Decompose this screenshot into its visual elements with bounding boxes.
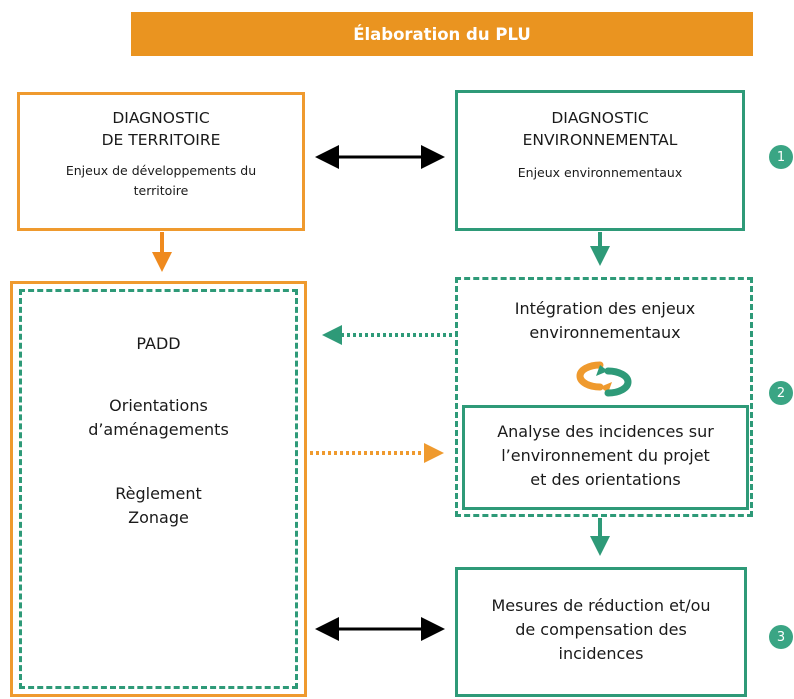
zonage-label: Zonage [128, 508, 189, 527]
analyse-incidences-box: Analyse des incidences sur l’environneme… [462, 405, 749, 510]
diagram-title: Élaboration du PLU [131, 12, 753, 56]
diagnostic-environnemental-box: DIAGNOSTIC ENVIRONNEMENTAL Enjeux enviro… [455, 90, 745, 231]
mesures-line-1: Mesures de réduction et/ou [491, 596, 711, 615]
diagnostic-env-title-1: DIAGNOSTIC [551, 109, 649, 127]
diagnostic-territoire-subtitle-1: Enjeux de développements du [65, 163, 257, 178]
mesures-line-3: incidences [558, 644, 644, 663]
diagnostic-territoire-subtitle-2: territoire [133, 183, 189, 198]
step-badge-2: 2 [769, 381, 793, 405]
diagnostic-territoire-title-2: DE TERRITOIRE [101, 131, 221, 149]
diagnostic-territoire-box: DIAGNOSTIC DE TERRITOIRE Enjeux de dével… [17, 92, 305, 231]
cycle-icon [576, 361, 632, 397]
diagnostic-env-title-2: ENVIRONNEMENTAL [522, 131, 678, 149]
integration-line-1: Intégration des enjeux [514, 299, 696, 318]
analyse-line-2: l’environnement du projet [501, 446, 710, 465]
orientations-label-2: d’aménagements [88, 420, 229, 439]
step-badge-3: 3 [769, 625, 793, 649]
analyse-line-3: et des orientations [530, 470, 681, 489]
diagnostic-env-subtitle: Enjeux environnementaux [517, 165, 683, 180]
analyse-line-1: Analyse des incidences sur [497, 422, 714, 441]
plu-documents-panel [10, 281, 307, 697]
mesures-box: Mesures de réduction et/ou de compensati… [455, 567, 747, 697]
plu-documents-inner: PADD Orientations d’aménagements Règleme… [19, 289, 298, 689]
mesures-line-2: de compensation des [515, 620, 687, 639]
padd-label: PADD [136, 334, 181, 353]
orientations-label-1: Orientations [109, 396, 208, 415]
step-badge-1: 1 [769, 145, 793, 169]
integration-line-2: environnementaux [529, 323, 681, 342]
integration-analysis-panel [455, 277, 753, 517]
reglement-label: Règlement [115, 484, 202, 503]
integration-text: Intégration des enjeux environnementaux [460, 297, 750, 345]
diagnostic-territoire-title-1: DIAGNOSTIC [112, 109, 210, 127]
